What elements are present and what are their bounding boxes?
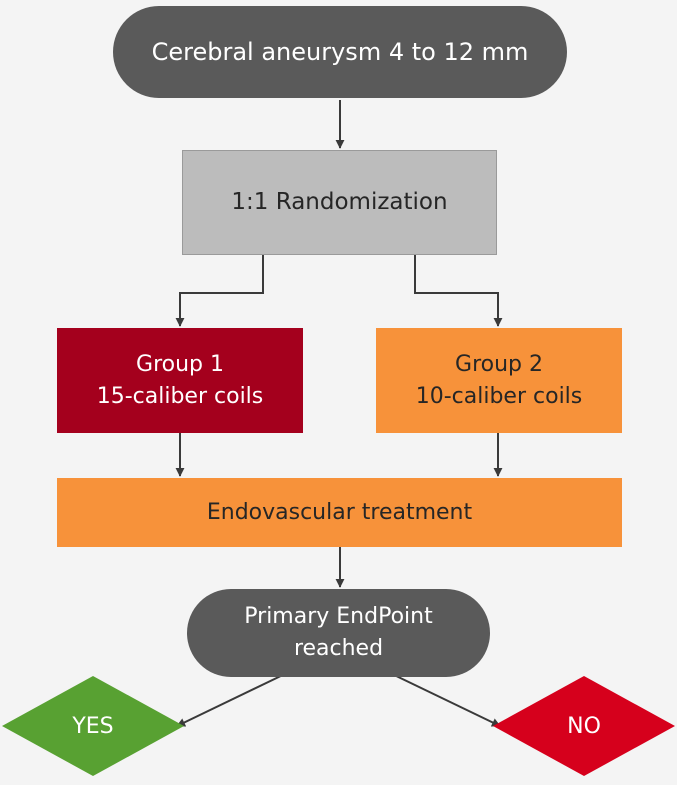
population-label: Cerebral aneurysm 4 to 12 mm (151, 37, 529, 66)
endpoint-node: Primary EndPoint reached (187, 589, 490, 677)
group2-node: Group 2 10-caliber coils (376, 328, 622, 433)
arrow-endpoint-to-no (389, 672, 501, 727)
yes-diamond (2, 676, 184, 776)
arrow-randomization-to-group2 (414, 255, 503, 327)
randomization-label: 1:1 Randomization (231, 188, 448, 215)
randomization-node: 1:1 Randomization (182, 150, 497, 255)
no-diamond (493, 676, 675, 776)
group1-node: Group 1 15-caliber coils (57, 328, 303, 433)
treatment-label: Endovascular treatment (206, 499, 473, 525)
group2-title: Group 2 (455, 351, 543, 377)
group1-subtitle: 15-caliber coils (96, 383, 264, 409)
no-label: NO (567, 713, 601, 739)
endpoint-title: Primary EndPoint (244, 604, 433, 630)
endpoint-subtitle: reached (293, 636, 384, 661)
group2-subtitle: 10-caliber coils (415, 383, 583, 409)
treatment-node: Endovascular treatment (57, 478, 622, 547)
population-node: Cerebral aneurysm 4 to 12 mm (113, 6, 567, 98)
arrow-endpoint-to-yes (176, 672, 288, 727)
group1-title: Group 1 (136, 351, 224, 377)
arrow-randomization-to-group1 (175, 255, 264, 327)
yes-label: YES (72, 713, 114, 739)
